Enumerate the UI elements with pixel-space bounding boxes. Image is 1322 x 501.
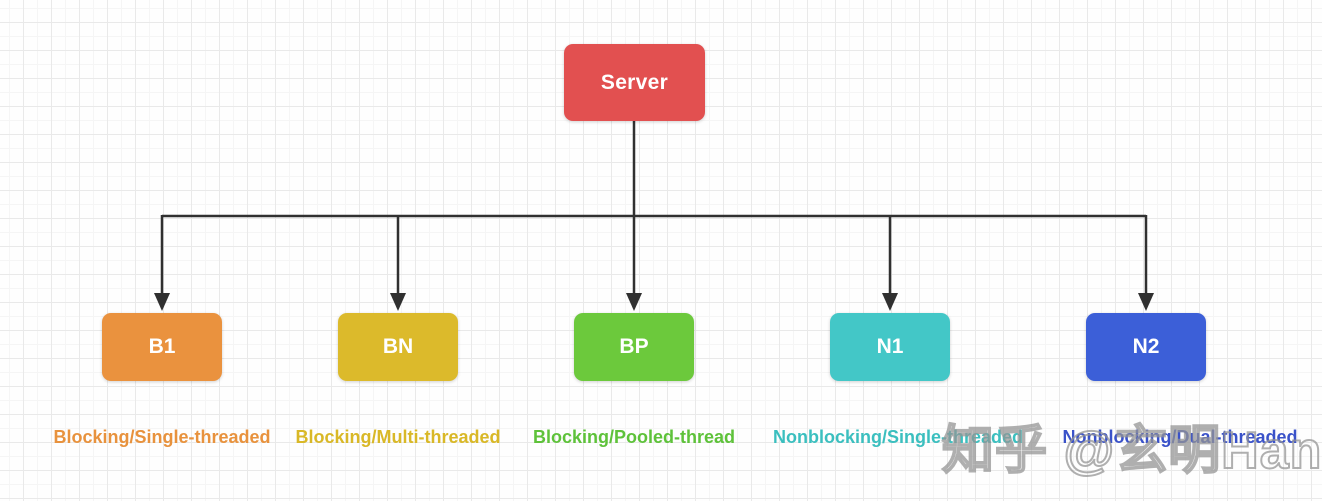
arrowhead-bp-icon	[626, 293, 642, 311]
node-bp[interactable]: BP	[574, 313, 694, 381]
arrowhead-bn-icon	[390, 293, 406, 311]
node-n2-label: N2	[1132, 335, 1160, 358]
caption-n2: Nonblocking/Dual-threaded	[1062, 427, 1298, 447]
caption-n1: Nonblocking/Single-threaded	[772, 427, 1024, 447]
node-b1[interactable]: B1	[102, 313, 222, 381]
arrowhead-n2-icon	[1138, 293, 1154, 311]
node-bn-label: BN	[382, 335, 414, 358]
caption-b1: Blocking/Single-threaded	[53, 427, 271, 447]
node-b1-label: B1	[148, 335, 176, 358]
caption-bn: Blocking/Multi-threaded	[295, 427, 501, 447]
node-bn[interactable]: BN	[338, 313, 458, 381]
caption-bp: Blocking/Pooled-thread	[532, 427, 736, 447]
node-n1[interactable]: N1	[830, 313, 950, 381]
arrowhead-n1-icon	[882, 293, 898, 311]
arrowhead-b1-icon	[154, 293, 170, 311]
node-server[interactable]: Server	[564, 44, 705, 121]
node-n1-label: N1	[876, 335, 904, 358]
node-n2[interactable]: N2	[1086, 313, 1206, 381]
node-server-label: Server	[600, 70, 669, 94]
node-bp-label: BP	[619, 335, 649, 358]
